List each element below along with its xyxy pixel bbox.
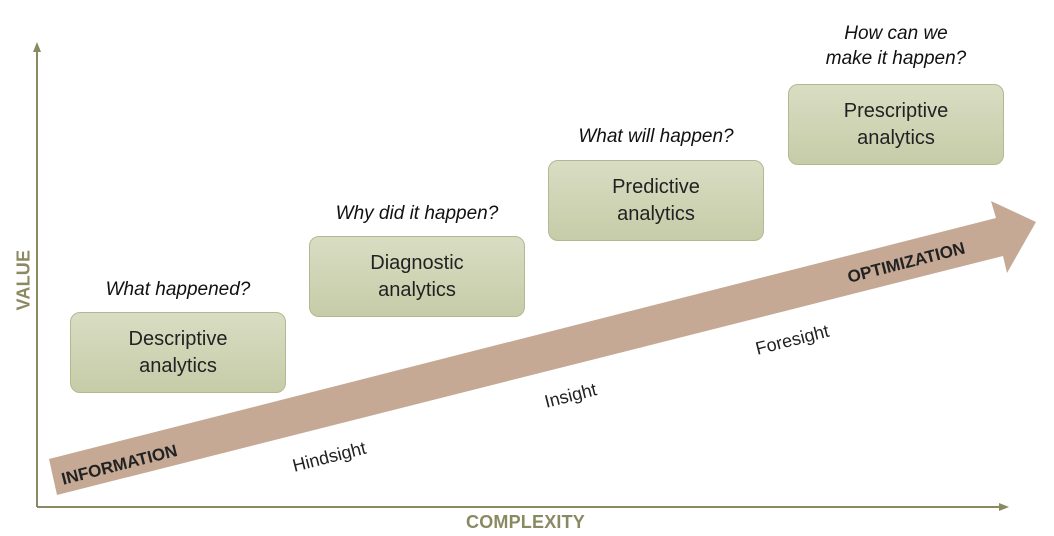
stage-title-line2: analytics — [617, 202, 695, 225]
stage-box-predictive: Predictive analytics — [548, 160, 764, 241]
x-axis-arrowhead — [999, 503, 1009, 511]
y-axis-arrowhead — [33, 42, 41, 52]
stage-title-line2: analytics — [857, 126, 935, 149]
stage-title-line2: analytics — [139, 354, 217, 377]
question-descriptive: What happened? — [70, 278, 286, 303]
question-predictive: What will happen? — [548, 125, 764, 150]
question-line: Why did it happen? — [335, 203, 499, 224]
question-line: What happened? — [105, 279, 251, 300]
stage-box-prescriptive: Prescriptive analytics — [788, 84, 1004, 165]
growth-arrow-shape — [49, 201, 1036, 495]
stage-title-line2: analytics — [378, 278, 456, 301]
question-line2: make it happen? — [825, 47, 967, 69]
stage-title-line1: Prescriptive — [843, 99, 949, 122]
stage-box-diagnostic: Diagnostic analytics — [309, 236, 525, 317]
stage-title-line1: Diagnostic — [370, 251, 464, 274]
stage-box-descriptive: Descriptive analytics — [70, 312, 286, 393]
stage-title-line1: Descriptive — [128, 327, 228, 350]
x-axis-label: COMPLEXITY — [466, 512, 586, 532]
question-prescriptive: How can we make it happen? — [788, 22, 1004, 71]
stage-title-line1: Predictive — [612, 175, 700, 198]
question-line: What will happen? — [578, 126, 734, 147]
question-diagnostic: Why did it happen? — [309, 202, 525, 227]
question-line1: How can we — [844, 23, 948, 44]
